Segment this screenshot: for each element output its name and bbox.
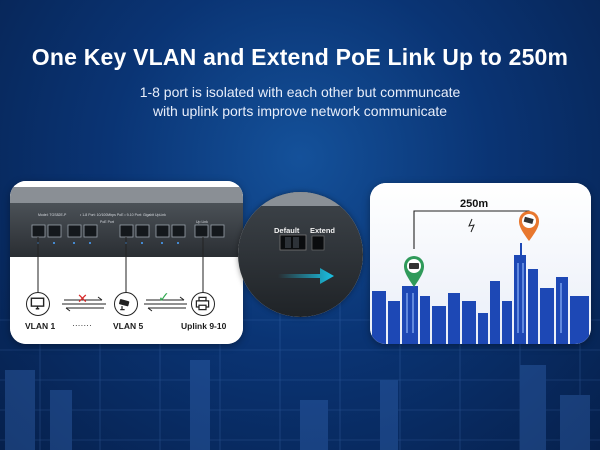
distance-label: 250m bbox=[460, 198, 489, 210]
check-icon: ✓ bbox=[158, 289, 170, 305]
poe-port-text: PoE Port bbox=[100, 220, 115, 224]
lightning-icon bbox=[468, 218, 475, 233]
vlan-diagram-panel: Model: TGS82E-P • 1-8 Port: 10/100Mbps P… bbox=[10, 181, 243, 344]
vlan5-label: VLAN 5 bbox=[113, 321, 144, 331]
switch-panel-graphic bbox=[238, 192, 363, 317]
extend-switch-closeup: Default Extend bbox=[238, 192, 363, 317]
allowed-link bbox=[146, 296, 186, 312]
monitor-icon bbox=[26, 292, 50, 316]
extend-distance-panel: 250m bbox=[370, 183, 591, 344]
vlan1-label: VLAN 1 bbox=[25, 321, 56, 331]
default-label: Default bbox=[274, 226, 300, 235]
extend-label: Extend bbox=[310, 226, 336, 235]
printer-icon bbox=[191, 292, 215, 316]
dots-label: ······· bbox=[72, 320, 92, 330]
uplink-text: Up Link bbox=[196, 220, 208, 224]
headline: One Key VLAN and Extend PoE Link Up to 2… bbox=[31, 44, 569, 70]
switch-illustration bbox=[10, 181, 243, 344]
uplink-label: Uplink 9-10 bbox=[181, 321, 227, 331]
city-skyline bbox=[370, 183, 591, 344]
subline-1: 1-8 port is isolated with each other but… bbox=[139, 84, 461, 100]
cross-icon: ✕ bbox=[77, 291, 88, 306]
model-text: Model: TGS82E-P bbox=[38, 213, 67, 217]
background-city-grid bbox=[0, 300, 600, 450]
router-pin-icon bbox=[404, 256, 424, 287]
camera-icon bbox=[114, 292, 138, 316]
arrow-right-icon bbox=[278, 268, 334, 284]
subline-2: with uplink ports improve network commun… bbox=[152, 103, 448, 119]
camera-pin-icon bbox=[519, 211, 539, 241]
blocked-link bbox=[64, 296, 104, 312]
port-spec-text: • 1-8 Port: 10/100Mbps PoE • 9-10 Port: … bbox=[80, 213, 166, 217]
